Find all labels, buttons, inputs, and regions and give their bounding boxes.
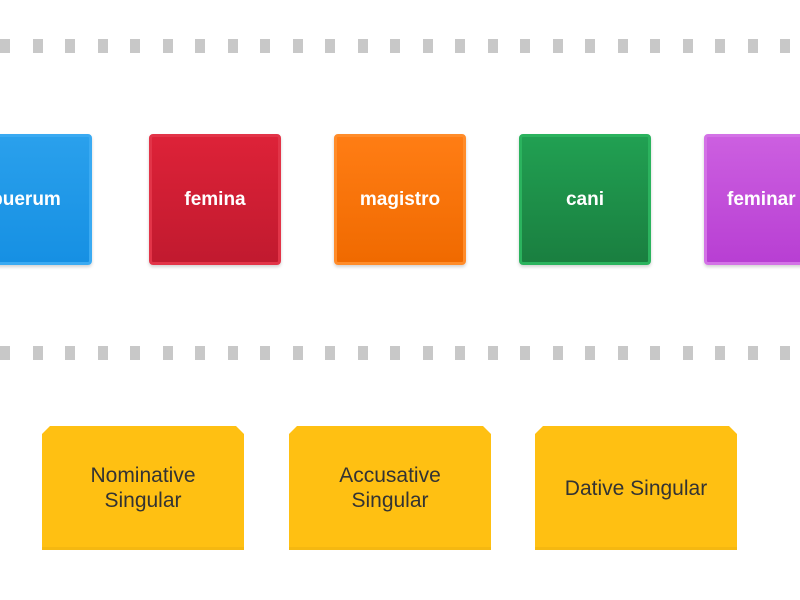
- dash-segment: [780, 39, 790, 53]
- dash-segment: [715, 346, 725, 360]
- target-box-nominative-singular[interactable]: Nominative Singular: [42, 426, 244, 550]
- bottom-drop-zone-dashes: [0, 346, 800, 360]
- dash-segment: [163, 39, 173, 53]
- target-box-label: Dative Singular: [564, 476, 708, 500]
- dash-segment: [325, 39, 335, 53]
- dash-segment: [98, 39, 108, 53]
- dash-segment: [195, 39, 205, 53]
- dash-segment: [780, 346, 790, 360]
- dash-segment: [520, 346, 530, 360]
- dash-segment: [585, 346, 595, 360]
- dash-segment: [748, 346, 758, 360]
- dash-segment: [455, 39, 465, 53]
- word-tile-label: cani: [565, 188, 605, 210]
- dash-segment: [260, 39, 270, 53]
- dash-segment: [293, 39, 303, 53]
- dash-segment: [423, 39, 433, 53]
- target-box-label: Nominative Singular: [90, 464, 196, 512]
- dash-segment: [33, 346, 43, 360]
- dash-segment: [293, 346, 303, 360]
- dash-segment: [98, 346, 108, 360]
- dash-segment: [488, 346, 498, 360]
- dash-segment: [455, 346, 465, 360]
- dash-segment: [683, 39, 693, 53]
- dash-segment: [553, 346, 563, 360]
- word-tile-cani[interactable]: cani: [519, 134, 651, 265]
- dash-segment: [423, 346, 433, 360]
- dash-segment: [650, 346, 660, 360]
- dash-segment: [683, 346, 693, 360]
- dash-segment: [0, 346, 10, 360]
- target-box-label: Accusative Singular: [339, 464, 441, 512]
- dash-segment: [618, 39, 628, 53]
- top-drop-zone-dashes: [0, 39, 800, 53]
- target-box-accusative-singular[interactable]: Accusative Singular: [289, 426, 491, 550]
- dash-segment: [163, 346, 173, 360]
- dash-segment: [0, 39, 10, 53]
- word-tile-label: femina: [184, 188, 246, 210]
- dash-segment: [358, 39, 368, 53]
- dash-segment: [390, 346, 400, 360]
- dash-segment: [553, 39, 563, 53]
- dash-segment: [488, 39, 498, 53]
- word-tile-femina[interactable]: femina: [149, 134, 281, 265]
- word-tile-puerum[interactable]: puerum: [0, 134, 92, 265]
- dash-segment: [33, 39, 43, 53]
- dash-segment: [520, 39, 530, 53]
- word-tile-feminar[interactable]: feminar: [704, 134, 800, 265]
- dash-segment: [65, 39, 75, 53]
- target-box-dative-singular[interactable]: Dative Singular: [535, 426, 737, 550]
- dash-segment: [390, 39, 400, 53]
- dash-segment: [358, 346, 368, 360]
- dash-segment: [325, 346, 335, 360]
- dash-segment: [618, 346, 628, 360]
- dash-segment: [650, 39, 660, 53]
- word-tile-magistro[interactable]: magistro: [334, 134, 466, 265]
- word-tile-label: feminar: [727, 188, 796, 210]
- dash-segment: [130, 39, 140, 53]
- dash-segment: [65, 346, 75, 360]
- dash-segment: [585, 39, 595, 53]
- dash-segment: [260, 346, 270, 360]
- dash-segment: [130, 346, 140, 360]
- word-tile-label: magistro: [359, 188, 441, 210]
- word-tile-label: puerum: [0, 188, 61, 210]
- dash-segment: [748, 39, 758, 53]
- dash-segment: [195, 346, 205, 360]
- dash-segment: [228, 346, 238, 360]
- dash-segment: [228, 39, 238, 53]
- dash-segment: [715, 39, 725, 53]
